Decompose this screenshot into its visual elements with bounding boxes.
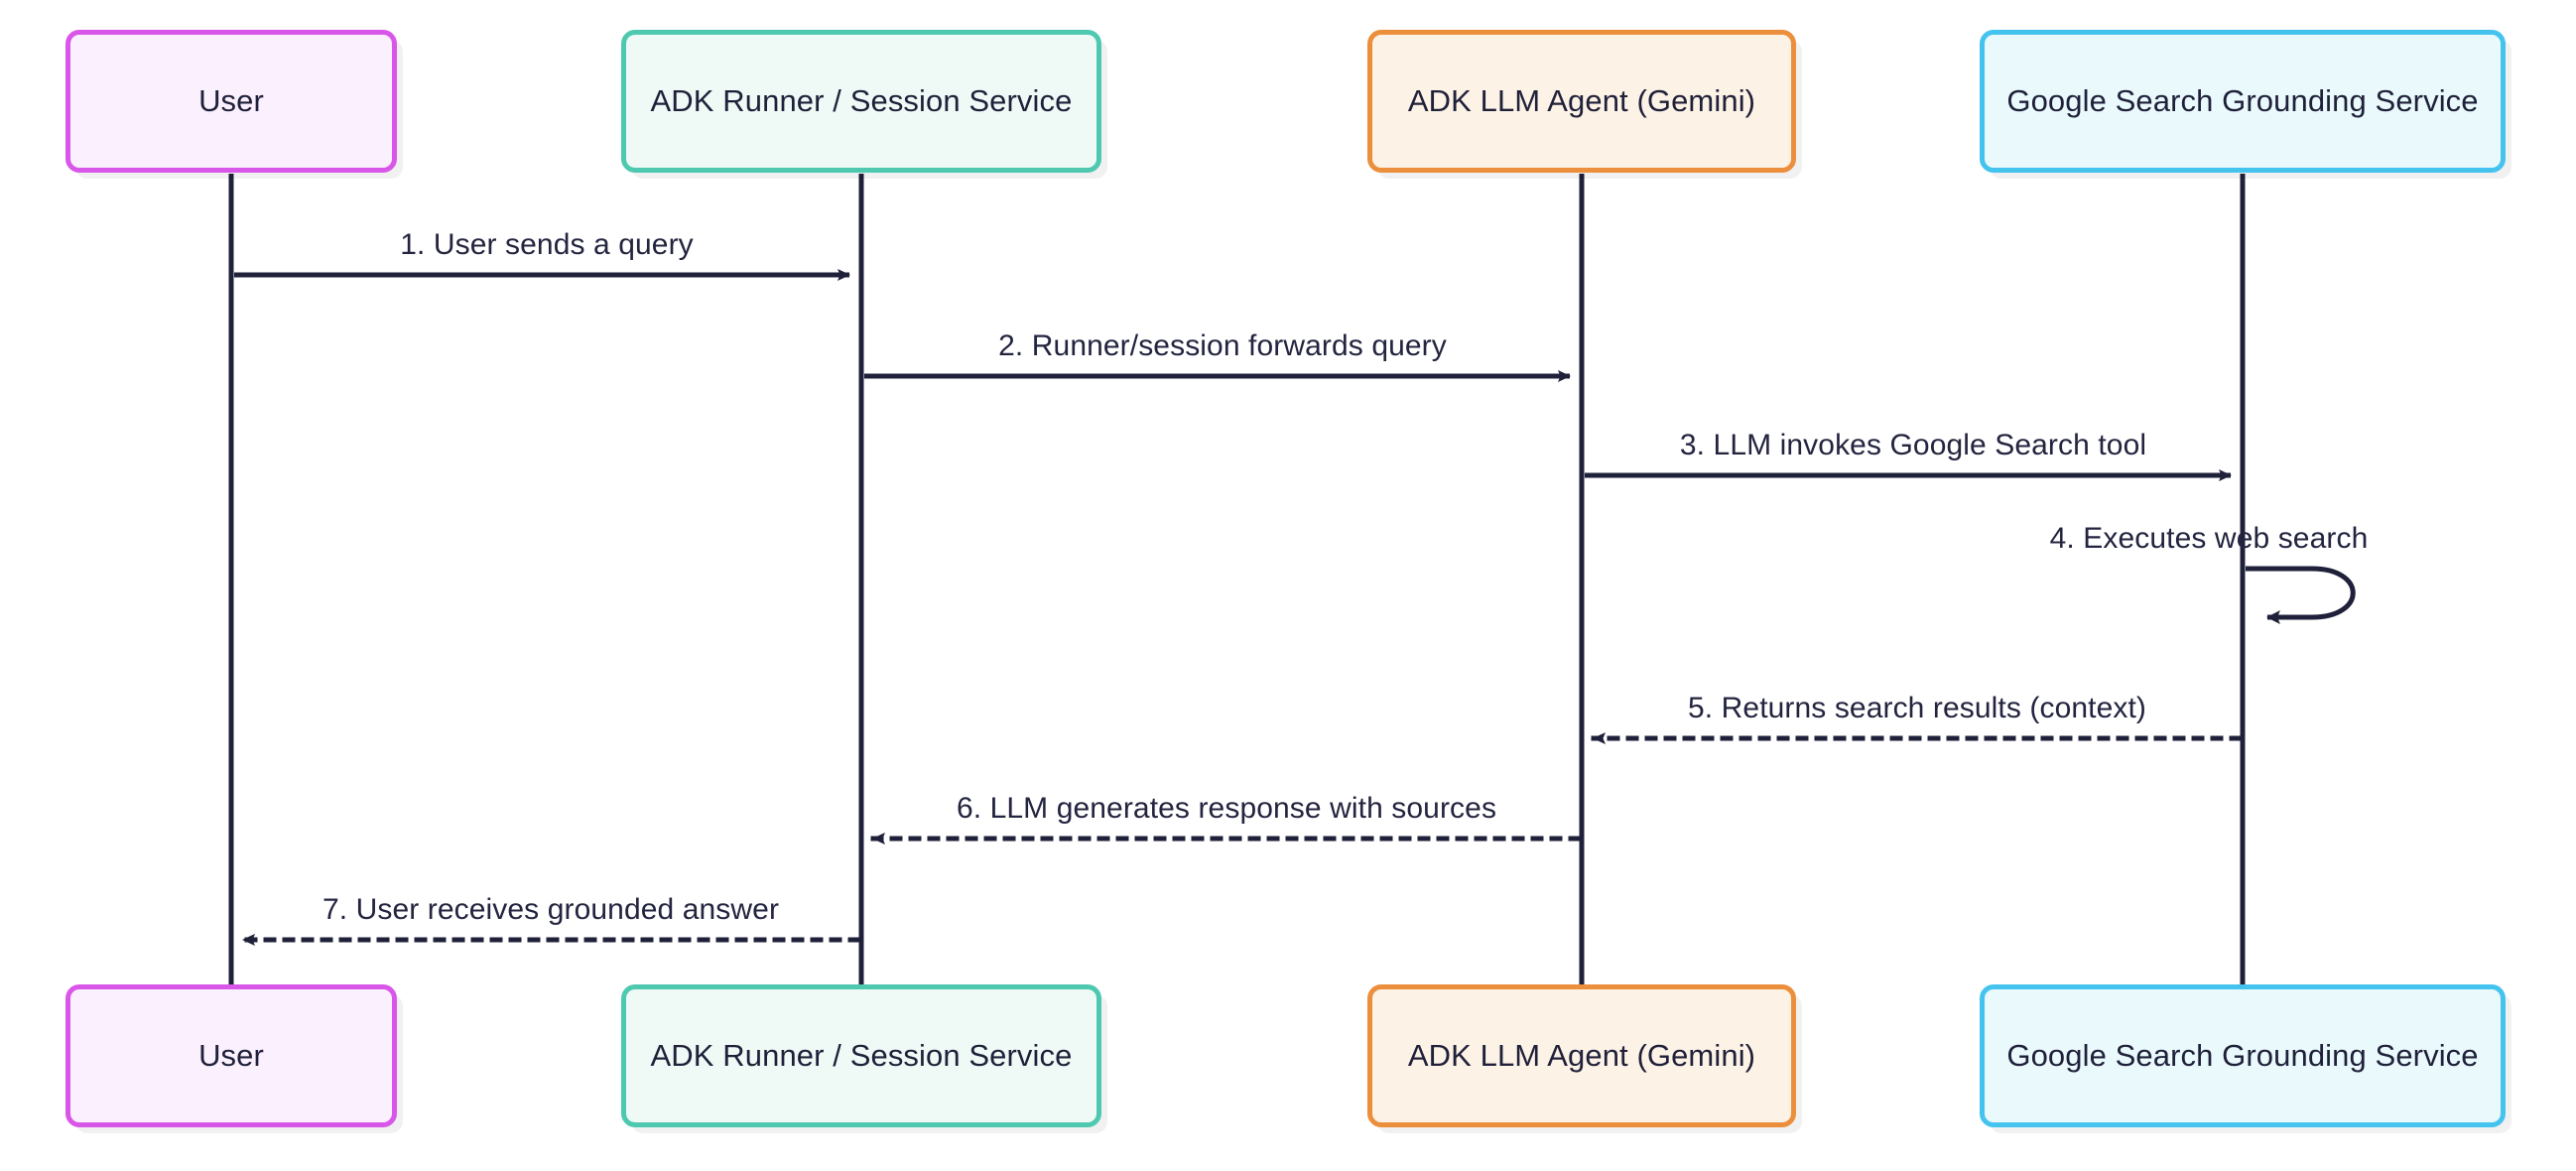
participant-label-agent-bottom: ADK LLM Agent (Gemini)	[1407, 1037, 1756, 1073]
message-label-1: 1. User sends a query	[400, 228, 694, 261]
participant-label-user-bottom: User	[198, 1037, 264, 1073]
participant-label-runner-bottom: ADK Runner / Session Service	[650, 1037, 1073, 1073]
participant-label-agent-top: ADK LLM Agent (Gemini)	[1407, 82, 1756, 118]
participant-box-agent-top[interactable]: ADK LLM Agent (Gemini)	[1367, 30, 1796, 173]
message-selfloop-4	[2246, 566, 2356, 624]
participant-label-search-top: Google Search Grounding Service	[2006, 82, 2479, 118]
message-label-3: 3. LLM invokes Google Search tool	[1679, 429, 2147, 461]
message-label-6: 6. LLM generates response with sources	[956, 792, 1497, 825]
participant-box-search-bottom[interactable]: Google Search Grounding Service	[1980, 984, 2506, 1127]
participant-box-agent-bottom[interactable]: ADK LLM Agent (Gemini)	[1367, 984, 1796, 1127]
lifelines	[228, 174, 2246, 984]
message-label-7: 7. User receives grounded answer	[322, 893, 780, 926]
participant-label-search-bottom: Google Search Grounding Service	[2006, 1037, 2479, 1073]
participant-label-user-top: User	[198, 82, 264, 118]
message-label-2: 2. Runner/session forwards query	[998, 329, 1447, 362]
participant-box-search-top[interactable]: Google Search Grounding Service	[1980, 30, 2506, 173]
message-label-4: 4. Executes web search	[2049, 522, 2369, 555]
participant-box-runner-top[interactable]: ADK Runner / Session Service	[621, 30, 1101, 173]
participant-box-user-top[interactable]: User	[65, 30, 397, 173]
message-label-5: 5. Returns search results (context)	[1687, 692, 2147, 724]
participant-box-user-bottom[interactable]: User	[65, 984, 397, 1127]
participant-box-runner-bottom[interactable]: ADK Runner / Session Service	[621, 984, 1101, 1127]
participant-label-runner-top: ADK Runner / Session Service	[650, 82, 1073, 118]
